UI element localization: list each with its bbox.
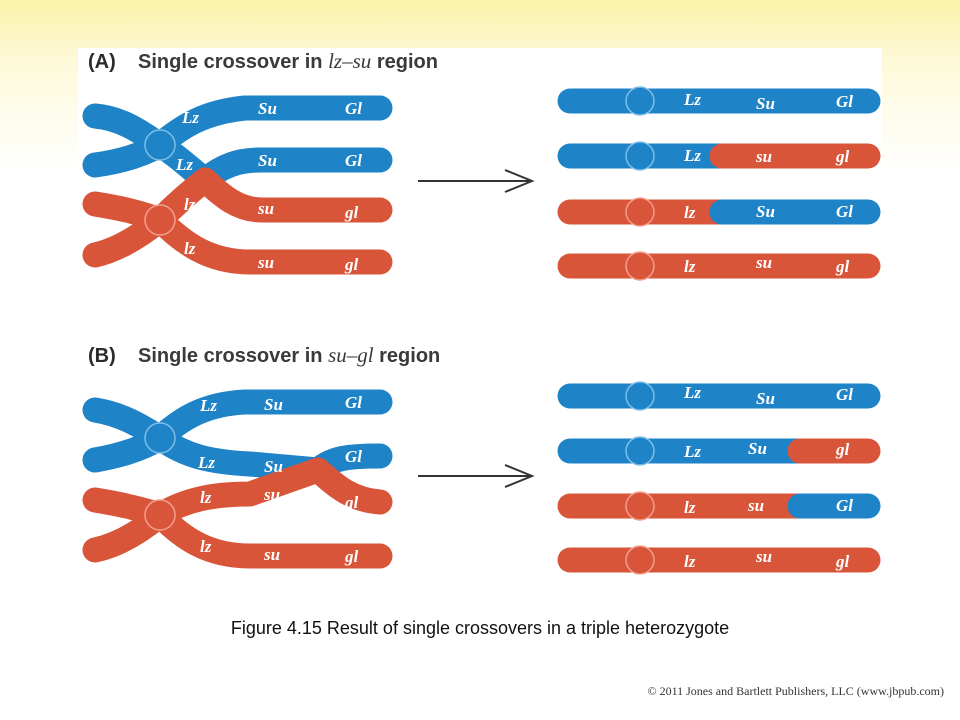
panel-b-r4-gl: gl [835, 552, 850, 571]
panel-b-c4-su: su [263, 545, 280, 564]
panel-b-chromatid-3-left [147, 457, 331, 528]
panel-a-c1-gl: Gl [345, 99, 362, 118]
panel-b-c2-gl: Gl [345, 447, 362, 466]
panel-a-c4-su: su [257, 253, 274, 272]
panel-b-r3-gl: Gl [836, 496, 853, 515]
panel-a-r3-gl: Gl [836, 202, 853, 221]
panel-a-heading: (A) Single crossover in lz–su region [88, 49, 438, 73]
panel-b-title: Single crossover in su–gl region [138, 343, 440, 367]
panel-b-r2-su: Su [748, 439, 767, 458]
panel-b-c1-lz: Lz [199, 396, 217, 415]
panel-a-c2-lz: Lz [175, 155, 193, 174]
panel-b-letter: (B) [88, 345, 116, 367]
panel-a-r4-lz: lz [684, 257, 696, 276]
panel-b-chromatid-3-right [305, 457, 393, 515]
copyright-notice: © 2011 Jones and Bartlett Publishers, LL… [647, 684, 944, 698]
panel-a-left-cluster: Lz Su Gl Lz Su Gl lz su gl lz su gl [82, 95, 393, 275]
panel-b-left-cluster: Lz Su Gl Lz Su Gl lz su gl lz su gl [82, 389, 393, 569]
panel-a-c1-lz: Lz [181, 108, 199, 127]
panel-b-r4-lz: lz [684, 552, 696, 571]
panel-b-r4-su: su [755, 547, 772, 566]
panel-b-right-products: Lz Su Gl Lz Su gl lz su Gl lz su gl [557, 381, 881, 575]
panel-b-product-2-centromere [625, 436, 655, 466]
panel-a-c2-gl: Gl [345, 151, 362, 170]
panel-a-r2-lz: Lz [683, 146, 701, 165]
panel-b-product-4-centromere [625, 545, 655, 575]
panel-b-c3-gl: gl [344, 493, 359, 512]
panel-b-arrow-icon [418, 464, 535, 488]
panel-b-r1-lz: Lz [683, 383, 701, 402]
panel-b-r3-lz: lz [684, 498, 696, 517]
panel-a-c3-lz: lz [184, 195, 196, 214]
panel-b-r2-gl: gl [835, 440, 850, 459]
panel-b-c1-su: Su [264, 395, 283, 414]
panel-b-c1-gl: Gl [345, 393, 362, 412]
panel-a-product-2-centromere [625, 141, 655, 171]
panel-b-orange-centromere [144, 499, 176, 531]
panel-a-r3-lz: lz [684, 203, 696, 222]
panel-a-blue-centromere [144, 129, 176, 161]
panel-b-c3-su: su [263, 485, 280, 504]
panel-b-c4-gl: gl [344, 547, 359, 566]
panel-b-c3-lz: lz [200, 488, 212, 507]
panel-a-title: Single crossover in lz–su region [138, 49, 438, 73]
panel-a-r2-su: su [755, 147, 772, 166]
panel-a-arrow-icon [418, 169, 535, 193]
panel-a-c2-su: Su [258, 151, 277, 170]
panel-b-r1-su: Su [756, 389, 775, 408]
panel-a-r4-su: su [755, 253, 772, 272]
panel-a-c3-su: su [257, 199, 274, 218]
figure-caption: Figure 4.15 Result of single crossovers … [230, 618, 730, 638]
panel-b-c2-su: Su [264, 457, 283, 476]
panel-b-c4-lz: lz [200, 537, 212, 556]
panel-a-product-3-centromere [625, 197, 655, 227]
panel-a-product-4-centromere [625, 251, 655, 281]
panel-b-r3-su: su [747, 496, 764, 515]
panel-a-r3-su: Su [756, 202, 775, 221]
panel-a-letter: (A) [88, 51, 116, 73]
panel-a-r2-gl: gl [835, 147, 850, 166]
panel-a-r1-lz: Lz [683, 90, 701, 109]
panel-a-right-products: Lz Su Gl Lz su gl lz Su Gl lz su gl [557, 86, 881, 281]
panel-a-r1-su: Su [756, 94, 775, 113]
panel-a-chromatid-3-right [192, 167, 393, 223]
panel-a-r1-gl: Gl [836, 92, 853, 111]
panel-b-blue-centromere [144, 422, 176, 454]
panel-a-c1-su: Su [258, 99, 277, 118]
panel-b-r2-lz: Lz [683, 442, 701, 461]
panel-b-heading: (B) Single crossover in su–gl region [88, 343, 440, 367]
panel-a-orange-centromere [144, 204, 176, 236]
panel-b-product-1-centromere [625, 381, 655, 411]
panel-a-r4-gl: gl [835, 257, 850, 276]
panel-a-c4-gl: gl [344, 255, 359, 274]
panel-b-c2-lz: Lz [197, 453, 215, 472]
panel-b-r1-gl: Gl [836, 385, 853, 404]
panel-b-product-3-centromere [625, 491, 655, 521]
panel-a-c4-lz: lz [184, 239, 196, 258]
panel-a-product-1-centromere [625, 86, 655, 116]
panel-a-c3-gl: gl [344, 203, 359, 222]
